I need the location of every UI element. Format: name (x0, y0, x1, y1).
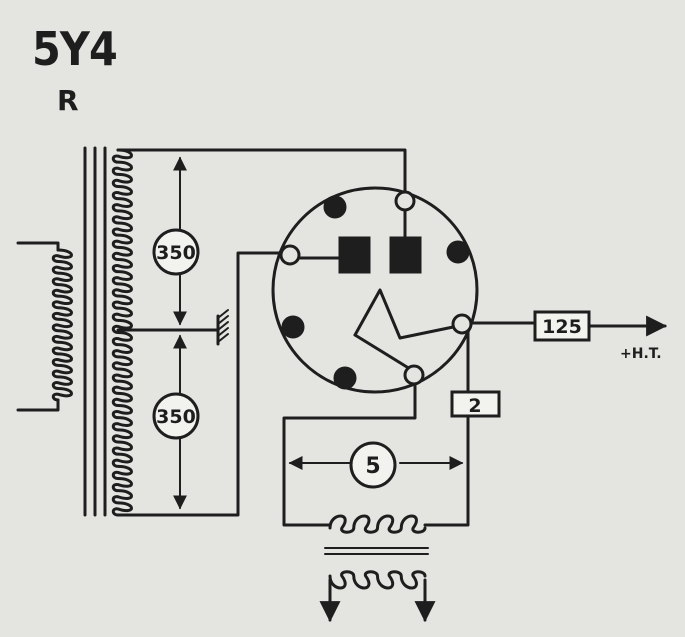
output-box-label: 125 (542, 316, 582, 338)
pin-anode-2 (279, 244, 301, 266)
output-box (533, 310, 591, 342)
pin-cathode (451, 313, 473, 335)
cathode-box (450, 390, 501, 418)
pin-anode-1 (394, 190, 416, 212)
tube-type-title: 5Y4 (32, 22, 118, 76)
output-ht-label: +H.T. (620, 346, 662, 362)
voltage-upper-badge (152, 228, 200, 276)
pin-4-unused (333, 366, 357, 390)
plate-2 (389, 236, 422, 274)
pin-2-unused (446, 240, 470, 264)
heater-lead-left (282, 380, 417, 527)
heater-winding-primary (328, 570, 427, 590)
cathode-box-label: 2 (468, 395, 481, 417)
top-lead (116, 148, 407, 194)
pin-3-unused (281, 315, 305, 339)
filament-voltage-label: 5 (365, 454, 380, 479)
bottom-lead (116, 251, 284, 517)
tube-envelope (271, 186, 479, 394)
cathode-filament (353, 288, 460, 340)
plate-1 (338, 236, 371, 274)
voltage-lower-label: 350 (156, 406, 196, 428)
variant-label: R (57, 84, 79, 117)
filament-voltage-badge (349, 441, 397, 489)
heater-lead-right (423, 412, 470, 527)
heater-winding-secondary (328, 514, 427, 534)
pin-filament (403, 364, 425, 386)
secondary-coil (111, 148, 133, 517)
filament-lead (353, 333, 417, 374)
primary-coil (16, 241, 73, 412)
voltage-upper-label: 350 (156, 242, 196, 264)
ground-icon (216, 309, 229, 346)
pin-1-unused (323, 195, 347, 219)
voltage-lower-badge (152, 392, 200, 440)
